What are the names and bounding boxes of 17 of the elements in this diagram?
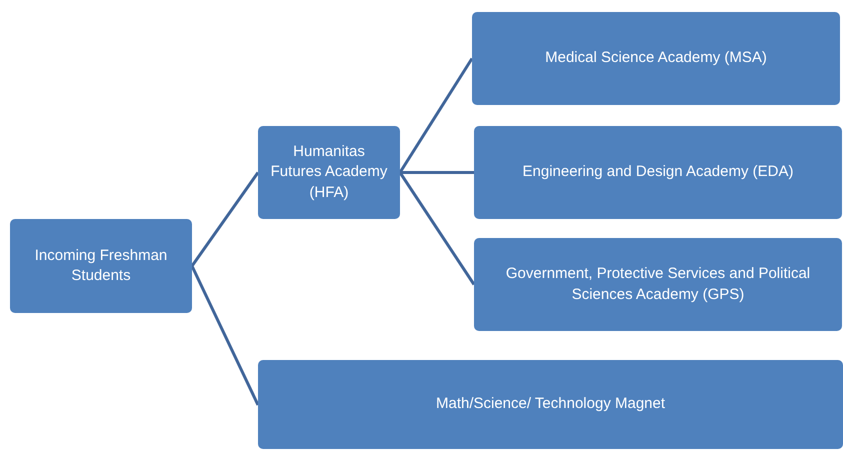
connector-line [190, 265, 260, 406]
box-label: Incoming Freshman Students [34, 246, 168, 286]
connector-line [398, 172, 476, 286]
box-label: Government, Protective Services and Political Sciences Academy (GPS) [504, 264, 812, 304]
connector-line [398, 58, 474, 174]
academy-box [474, 238, 842, 331]
academy-box [258, 360, 843, 449]
box-label: Medical Science Academy (MSA) [545, 48, 767, 68]
box-label: Humanitas Futures Academy (HFA) [270, 142, 388, 203]
academy-box [472, 12, 840, 105]
box-label: Engineering and Design Academy (EDA) [522, 162, 794, 182]
box-label: Math/Science/ Technology Magnet [436, 394, 666, 414]
academy-box [258, 126, 400, 219]
academy-box [10, 219, 192, 313]
academy-box [474, 126, 842, 219]
connector-line [400, 171, 474, 174]
connector-line [190, 172, 260, 267]
